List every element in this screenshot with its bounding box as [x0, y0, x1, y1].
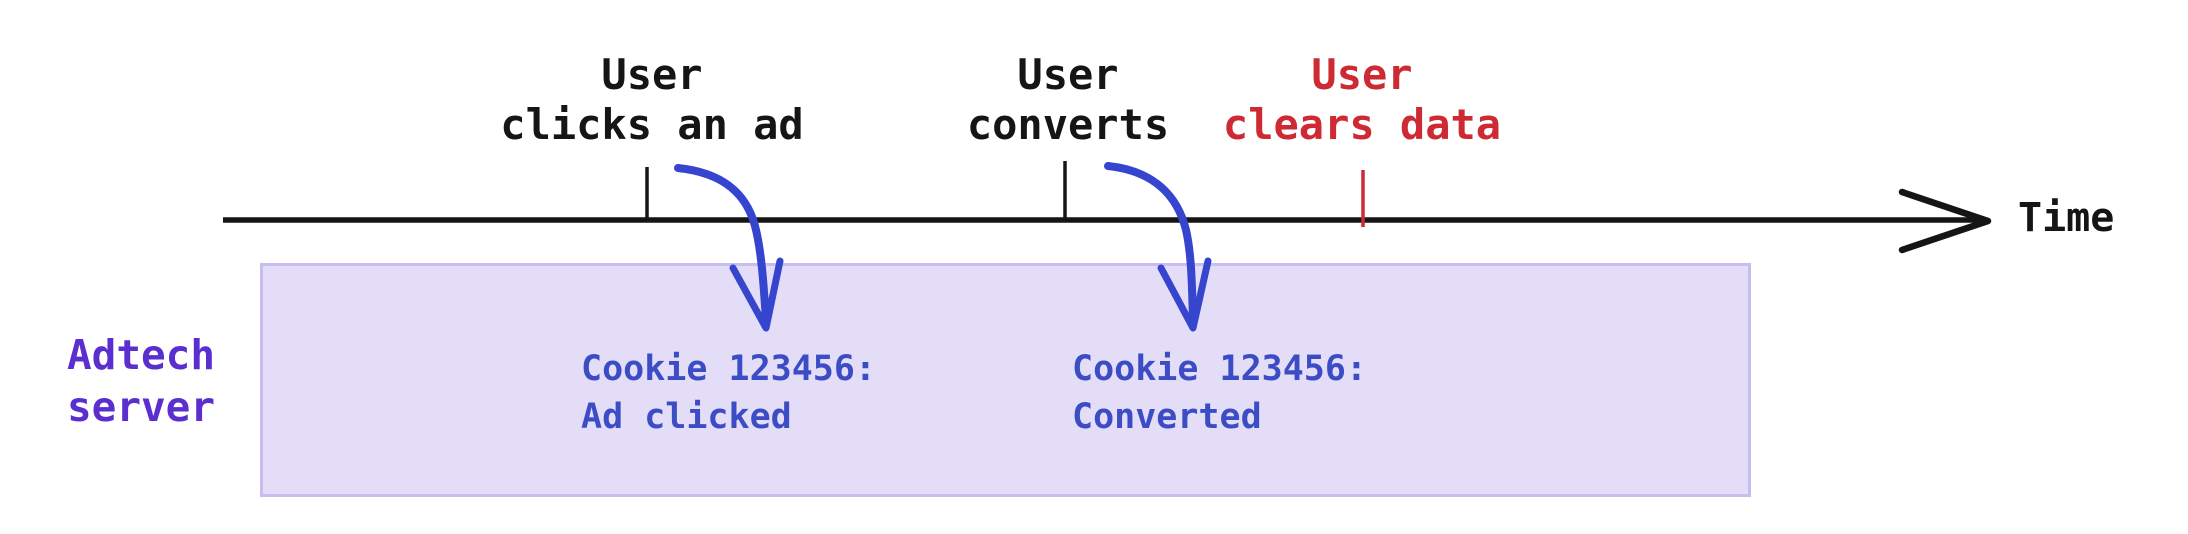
event-label-conversion: User converts: [966, 50, 1170, 149]
event-label-ad-click: User clicks an ad: [500, 50, 804, 149]
time-axis-label: Time: [2018, 195, 2115, 241]
cookie-record-ad-clicked: Cookie 123456: Ad clicked: [581, 349, 877, 437]
event-label-data-clear: User clears data: [1222, 50, 1502, 149]
cookie-record-converted: Cookie 123456: Converted: [1072, 349, 1368, 437]
adtech-server-label: Adtech server: [66, 331, 216, 431]
adtech-server-box: [260, 263, 1751, 497]
time-arrowhead-icon: [1898, 188, 1992, 254]
